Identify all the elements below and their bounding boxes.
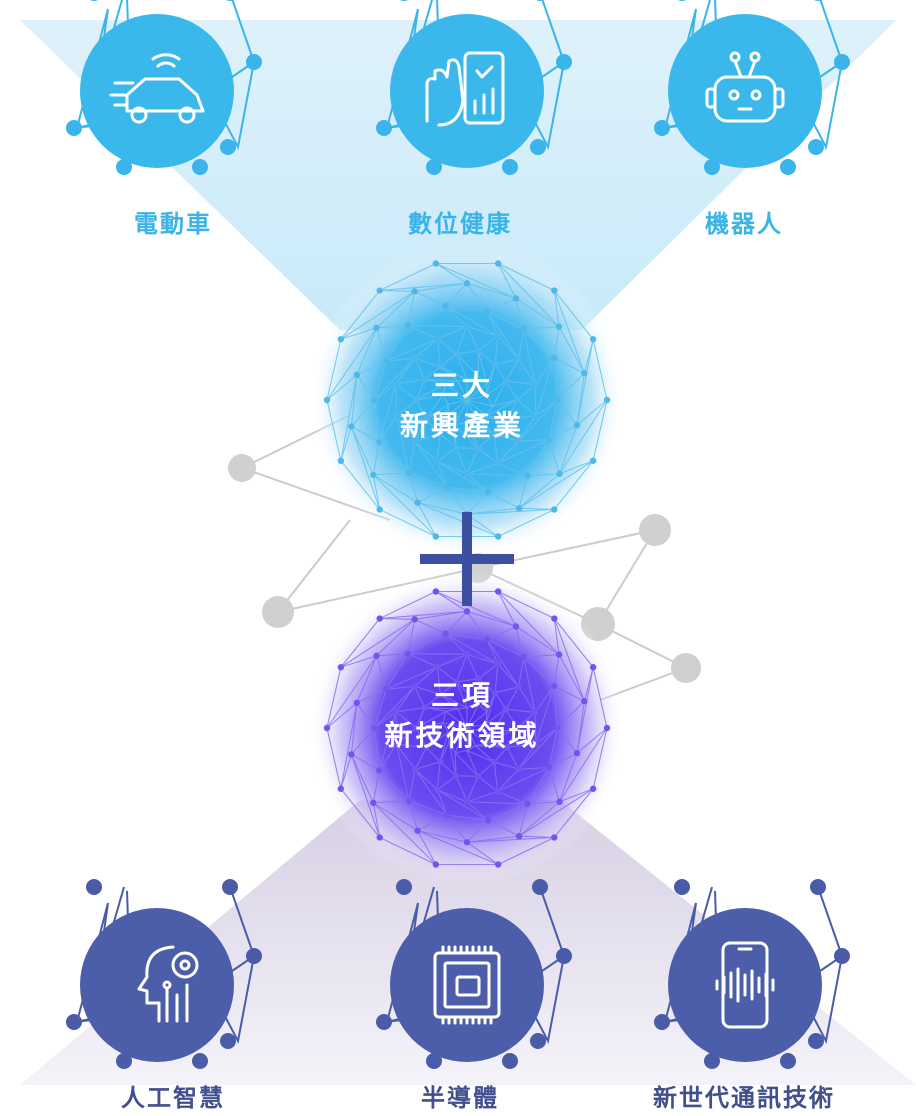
- ai-head-gear-icon: [80, 908, 234, 1062]
- plus-icon: [420, 512, 514, 606]
- tech-label-ai: 人工智慧: [121, 1084, 225, 1112]
- top-sphere-line2: 新興產業: [399, 409, 524, 442]
- top-sphere-line1: 三大: [430, 369, 493, 402]
- top-sphere-title: 三大 新興產業: [352, 366, 572, 446]
- bottom-sphere-title: 三項 新技術領域: [352, 676, 572, 756]
- tech-label-semiconductor: 半導體: [421, 1084, 499, 1112]
- smart-car-icon: [80, 14, 234, 168]
- chip-icon: [390, 908, 544, 1062]
- phone-soundwave-icon: [668, 908, 822, 1062]
- tech-label-next-gen-comms: 新世代通訊技術: [653, 1084, 835, 1112]
- bottom-sphere-line1: 三項: [430, 679, 493, 712]
- robot-head-icon: [668, 14, 822, 168]
- bottom-sphere-network: [309, 570, 625, 886]
- industry-label-ev: 電動車: [134, 210, 212, 238]
- industry-label-robot: 機器人: [705, 210, 783, 238]
- digital-health-phone-icon: [390, 14, 544, 168]
- industry-label-digital-health: 數位健康: [408, 210, 512, 238]
- top-sphere-network: [309, 242, 625, 558]
- bottom-sphere-line2: 新技術領域: [384, 719, 540, 752]
